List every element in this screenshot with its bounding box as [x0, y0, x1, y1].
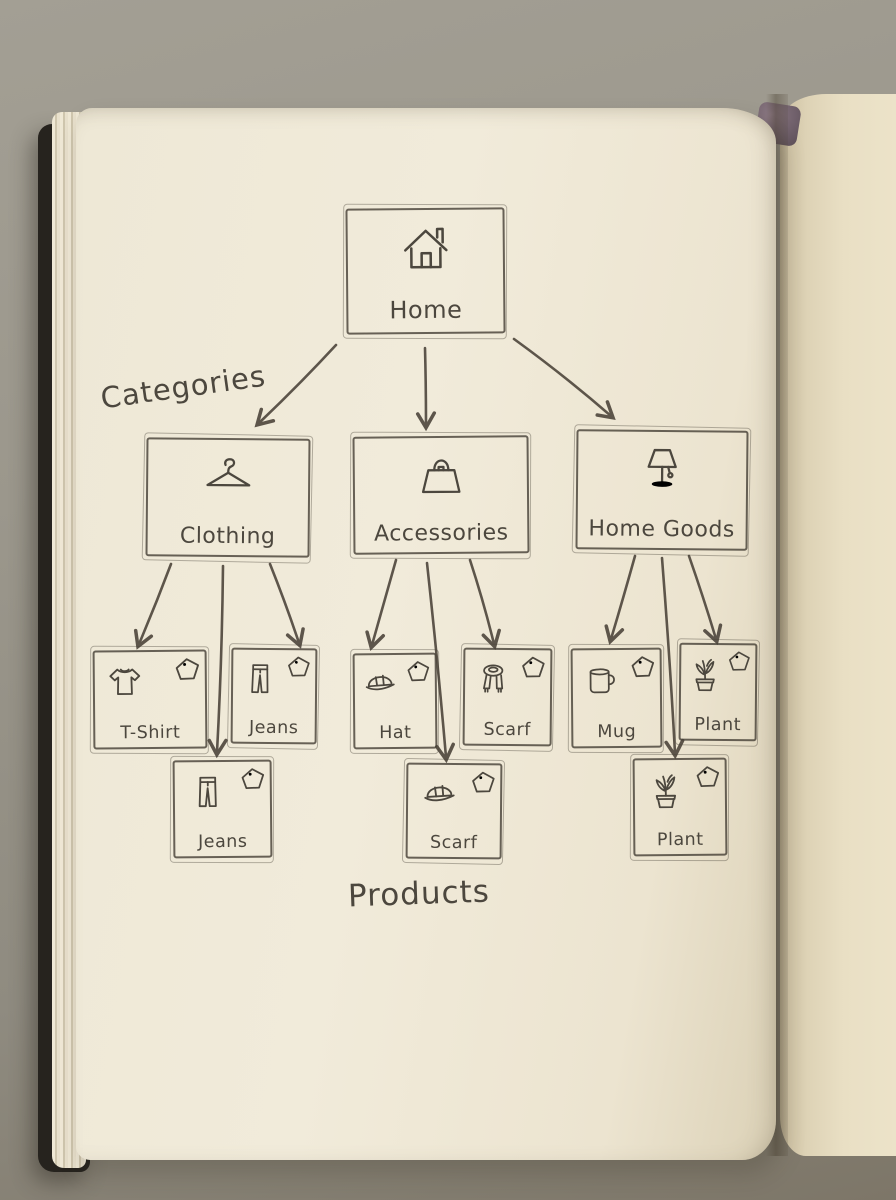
node-tshirt-label: T-Shirt — [120, 722, 181, 744]
arrow-clothing-to-tshirt — [133, 562, 173, 650]
node-plant-1-label: Plant — [694, 714, 742, 736]
arrow-home-to-home-goods — [512, 337, 616, 421]
node-tshirt: T-Shirt — [92, 649, 208, 750]
node-mug: Mug — [570, 647, 663, 749]
arrow-home-to-accessories — [415, 346, 437, 432]
categories-heading: Categories — [98, 358, 268, 416]
node-scarf-2-label: Scarf — [429, 832, 478, 854]
plant-icon — [645, 769, 687, 811]
price-tag-icon — [238, 766, 267, 793]
jeans-icon — [240, 659, 280, 699]
arrow-clothing-to-jeans-2 — [207, 564, 228, 759]
house-icon — [396, 220, 455, 279]
node-plant-2: Plant — [632, 757, 728, 857]
node-home-goods-label: Home Goods — [588, 516, 735, 543]
price-tag-icon — [725, 649, 752, 674]
node-jeans-2: Jeans — [172, 759, 273, 859]
node-jeans-1: Jeans — [230, 647, 318, 745]
price-tag-icon — [693, 764, 722, 791]
node-scarf-2: Scarf — [405, 762, 503, 860]
cap-icon — [419, 774, 461, 816]
node-accessories: Accessories — [352, 435, 530, 555]
tshirt-icon — [104, 661, 146, 703]
node-clothing-label: Clothing — [179, 523, 276, 550]
node-plant-1: Plant — [678, 642, 758, 742]
node-hat: Hat — [352, 652, 438, 750]
price-tag-icon — [284, 654, 312, 680]
notebook-left-page: Categories Products Home Clothing Access… — [76, 108, 776, 1160]
products-heading: Products — [347, 873, 491, 915]
plant-icon — [685, 654, 725, 694]
price-tag-icon — [518, 654, 547, 681]
node-scarf-1: Scarf — [462, 647, 553, 747]
arrow-clothing-to-jeans-1 — [268, 562, 305, 649]
node-jeans-2-label: Jeans — [198, 831, 248, 853]
scarf-icon — [473, 659, 513, 699]
arrow-accessories-to-scarf-1 — [468, 558, 501, 651]
node-hat-label: Hat — [379, 722, 412, 744]
arrow-home-goods-to-plant-1 — [687, 554, 723, 645]
price-tag-icon — [404, 659, 432, 685]
cap-icon — [361, 664, 401, 704]
handbag-icon — [415, 448, 467, 500]
node-home: Home — [345, 207, 506, 335]
node-mug-label: Mug — [597, 721, 637, 743]
node-plant-2-label: Plant — [656, 829, 704, 851]
arrow-home-goods-to-plant-2 — [660, 556, 685, 760]
notebook-right-page — [780, 94, 896, 1156]
arrow-home-to-clothing — [254, 343, 338, 428]
arrow-home-goods-to-mug — [604, 554, 637, 645]
node-accessories-label: Accessories — [374, 520, 509, 547]
hanger-icon — [202, 450, 254, 502]
mug-icon — [582, 659, 622, 699]
price-tag-icon — [172, 656, 202, 684]
jeans-icon — [187, 771, 229, 813]
price-tag-icon — [628, 654, 657, 681]
node-jeans-1-label: Jeans — [248, 717, 299, 739]
node-scarf-1-label: Scarf — [483, 719, 531, 741]
lamp-icon — [636, 442, 688, 494]
arrow-accessories-to-hat — [365, 558, 398, 652]
node-clothing: Clothing — [145, 437, 311, 558]
node-home-goods: Home Goods — [575, 429, 749, 551]
node-home-label: Home — [389, 295, 463, 325]
price-tag-icon — [468, 769, 497, 796]
